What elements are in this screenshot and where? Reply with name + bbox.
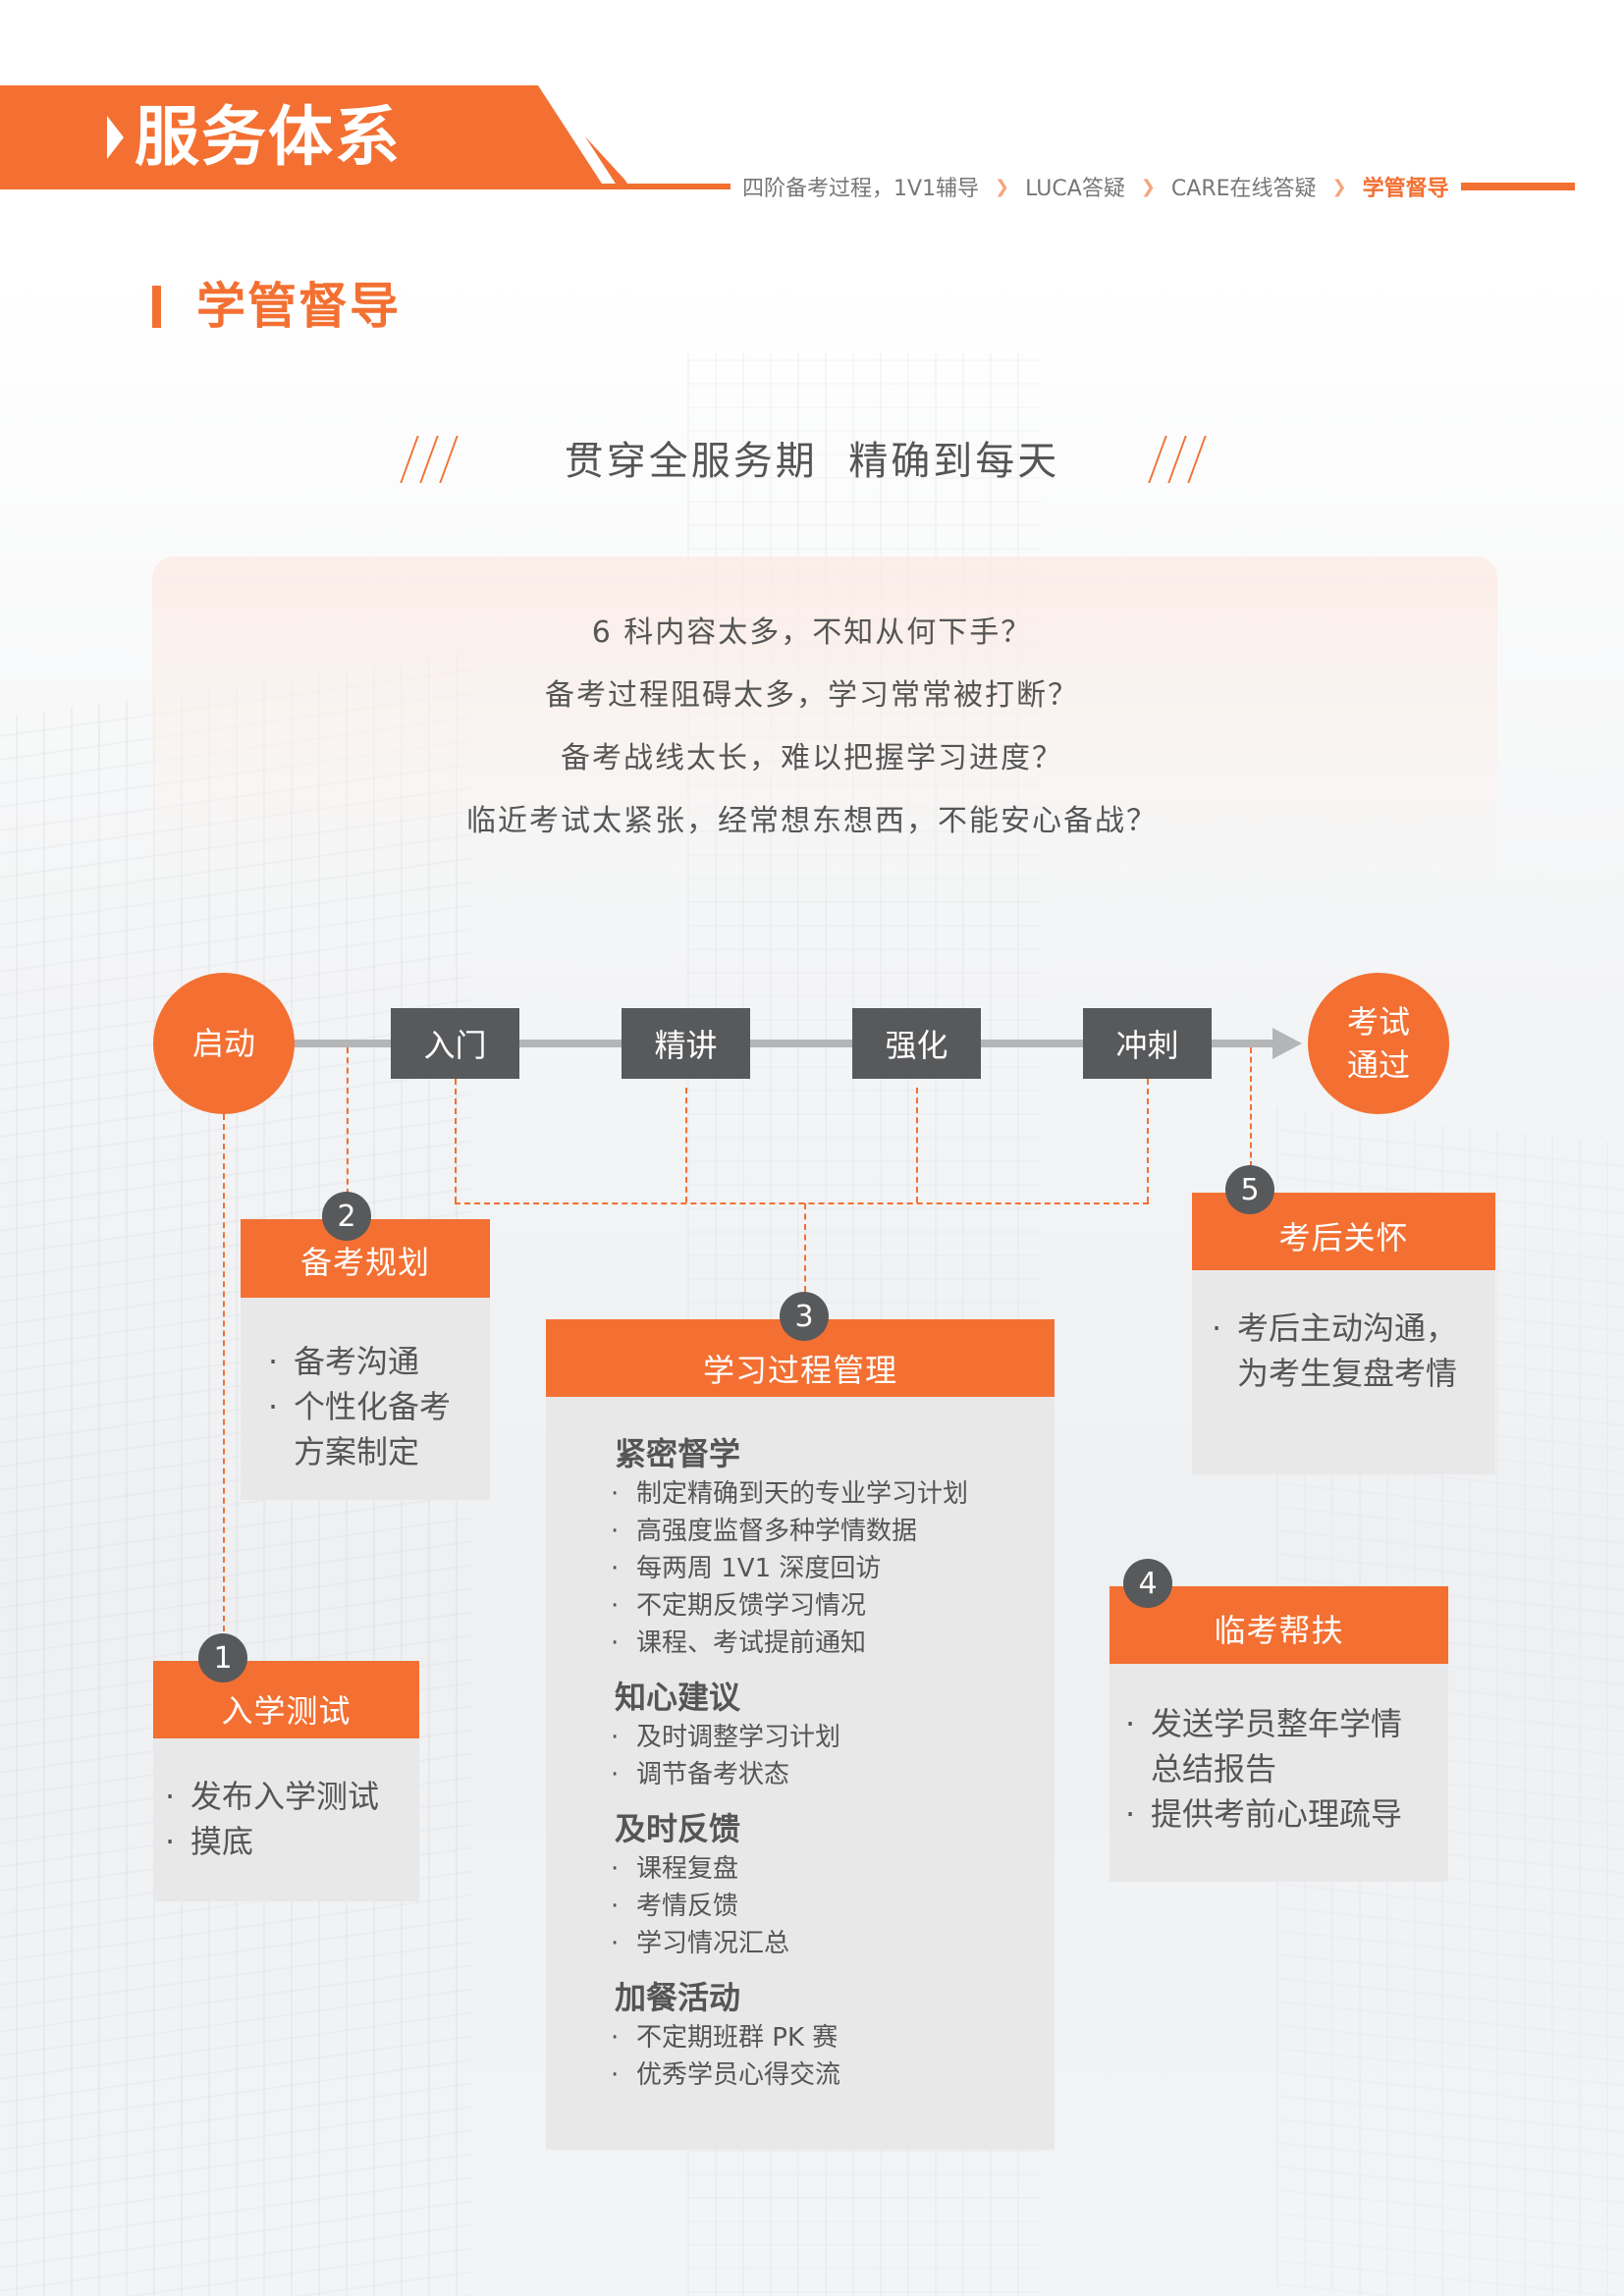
- group-item: 考情反馈: [611, 1888, 1055, 1925]
- group-title: 及时反馈: [615, 1810, 741, 1847]
- pain-points-panel: [152, 557, 1497, 885]
- breadcrumb-item-active[interactable]: 学管督导: [1362, 177, 1449, 201]
- group-item: 课程、考试提前通知: [611, 1625, 1055, 1662]
- step-badge: 4: [1123, 1559, 1172, 1608]
- card-item: 发送学员整年学情总结报告: [1125, 1701, 1409, 1791]
- group-item: 高强度监督多种学情数据: [611, 1513, 1055, 1550]
- connector-horizontal: [455, 1202, 1149, 1204]
- breadcrumb: 四阶备考过程，1V1辅导 ❯ LUCA答疑 ❯ CARE在线答疑 ❯ 学管督导: [721, 172, 1575, 201]
- group-title: 加餐活动: [615, 1979, 741, 2016]
- stage-intro: 入门: [391, 1008, 519, 1079]
- group-item: 及时调整学习计划: [611, 1719, 1055, 1756]
- pain-point: 6 科内容太多，不知从何下手？: [591, 615, 1033, 650]
- timeline-end: 考试 通过: [1308, 973, 1449, 1114]
- slogan: 贯穿全服务期 精确到每天: [564, 439, 1060, 484]
- card-post-exam-care: 考后关怀 5 考后主动沟通，为考生复盘考情: [1192, 1165, 1495, 1474]
- group-title: 紧密督学: [615, 1435, 741, 1472]
- card-item: 个性化备考方案制定: [268, 1384, 480, 1474]
- pain-point: 临近考试太紧张，经常想东想西，不能安心备战？: [466, 804, 1158, 838]
- chevron-right-icon: ❯: [1140, 176, 1156, 197]
- card-item: 发布入学测试: [165, 1774, 409, 1819]
- group-item: 不定期班群 PK 赛: [611, 2019, 1055, 2056]
- breadcrumb-item[interactable]: CARE在线答疑: [1170, 177, 1317, 201]
- card-item: 提供考前心理疏导: [1125, 1791, 1409, 1837]
- step-badge: 3: [780, 1292, 829, 1341]
- group-item: 制定精确到天的专业学习计划: [611, 1475, 1055, 1513]
- group-item: 优秀学员心得交流: [611, 2056, 1055, 2094]
- card-pre-exam-support: 临考帮扶 4 发送学员整年学情总结报告 提供考前心理疏导: [1110, 1559, 1448, 1882]
- connector-to-card2: [347, 1047, 349, 1195]
- step-badge: 2: [322, 1192, 371, 1241]
- banner-underline: [589, 184, 725, 189]
- group-item: 每两周 1V1 深度回访: [611, 1550, 1055, 1587]
- timeline-start-label: 启动: [191, 1025, 255, 1062]
- group-item: 不定期反馈学习情况: [611, 1587, 1055, 1625]
- card-header: 入学测试: [153, 1661, 419, 1738]
- card-item: 摸底: [165, 1819, 409, 1864]
- breadcrumb-trailing-bar: [1460, 183, 1575, 190]
- stage-sprint: 冲刺: [1083, 1008, 1212, 1079]
- page-title: 服务体系: [135, 99, 402, 175]
- section-title: 学管督导: [196, 278, 401, 335]
- section-title-bar: [152, 286, 161, 328]
- timeline-end-label-2: 通过: [1346, 1046, 1410, 1084]
- arrow-right-icon: [1272, 1028, 1302, 1059]
- card-process-management: 学习过程管理 3 紧密督学 制定精确到天的专业学习计划 高强度监督多种学情数据 …: [546, 1292, 1055, 2150]
- pain-point: 备考战线太长，难以把握学习进度？: [561, 741, 1063, 775]
- timeline-track: [290, 1040, 1276, 1047]
- connector-stage-sprint: [1147, 1079, 1149, 1202]
- timeline-end-label-1: 考试: [1346, 1003, 1410, 1041]
- group-title: 知心建议: [615, 1679, 741, 1716]
- connector-stage-intro: [455, 1079, 457, 1202]
- step-badge: 5: [1225, 1165, 1274, 1214]
- card-item: 考后主动沟通，为考生复盘考情: [1212, 1306, 1482, 1396]
- stage-lecture: 精讲: [622, 1008, 750, 1079]
- group-item: 课程复盘: [611, 1850, 1055, 1888]
- connector-start-to-card1: [223, 1114, 225, 1661]
- stage-intensive: 强化: [852, 1008, 981, 1079]
- card-entrance-test: 入学测试 1 发布入学测试 摸底: [153, 1633, 419, 1901]
- breadcrumb-item[interactable]: 四阶备考过程，1V1辅导: [742, 177, 980, 201]
- chevron-right-icon: ❯: [1331, 176, 1347, 197]
- timeline-start: 启动: [153, 973, 295, 1114]
- connector-to-card5: [1250, 1047, 1252, 1167]
- group-item: 学习情况汇总: [611, 1925, 1055, 1962]
- slash-decoration-right: [1148, 436, 1227, 485]
- card-exam-planning: 备考规划 2 备考沟通 个性化备考方案制定: [241, 1192, 490, 1500]
- connector-to-card3: [804, 1203, 806, 1292]
- connector-stage-intensive: [916, 1088, 918, 1202]
- card-header: 备考规划: [241, 1219, 490, 1298]
- breadcrumb-item[interactable]: LUCA答疑: [1025, 177, 1125, 201]
- connector-stage-lecture: [685, 1088, 687, 1202]
- pain-point: 备考过程阻碍太多，学习常常被打断？: [545, 678, 1079, 713]
- card-item: 备考沟通: [268, 1339, 480, 1384]
- step-badge: 1: [198, 1633, 247, 1682]
- play-triangle-icon: [107, 116, 124, 159]
- group-item: 调节备考状态: [611, 1756, 1055, 1793]
- chevron-right-icon: ❯: [995, 176, 1010, 197]
- breadcrumb-leading-bar: [721, 184, 731, 189]
